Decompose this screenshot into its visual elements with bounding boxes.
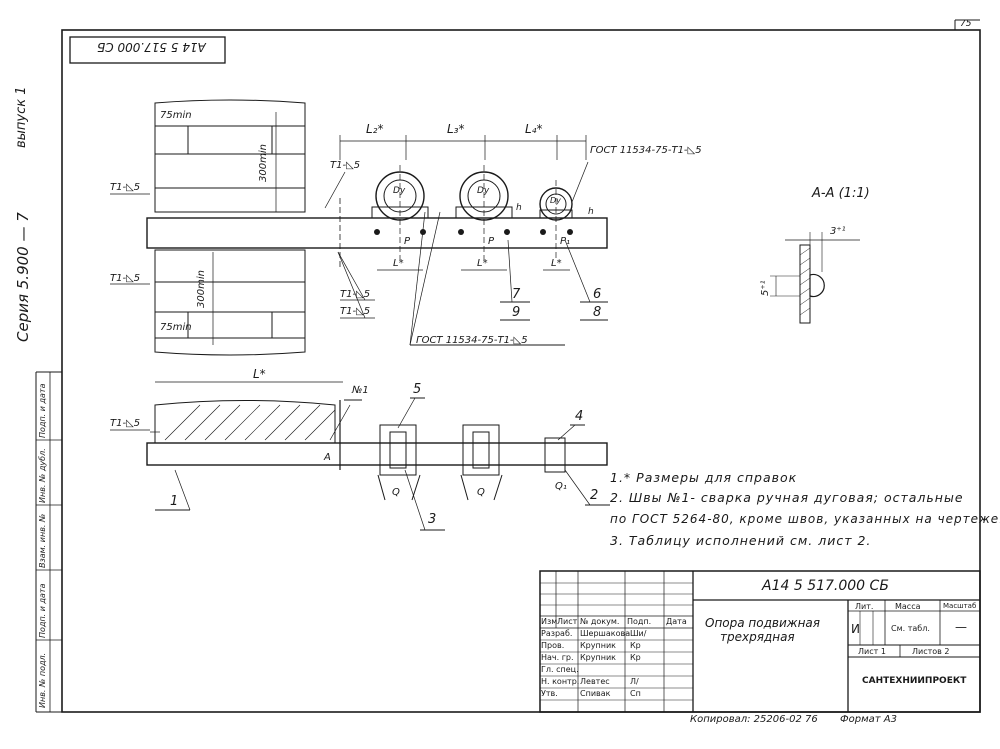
outer-frame xyxy=(61,29,981,713)
weld-d: Т1-◺5 xyxy=(340,289,371,300)
tb-sheet: Лист 1 xyxy=(858,647,886,656)
tb-name-r1: Шершакова xyxy=(580,629,631,638)
section-title: А-А (1:1) xyxy=(812,186,870,201)
weld-e: Т1-◺5 xyxy=(340,306,371,317)
tb-doc-code: А14 5 517.000 СБ xyxy=(762,578,889,594)
dy-1: Dy xyxy=(393,186,406,196)
tb-col-sign: Подп. xyxy=(627,617,652,626)
callout-3: 3 xyxy=(428,512,437,527)
tb-role-4: Гл. спец. xyxy=(541,665,579,674)
tb-scale-value: — xyxy=(955,620,967,634)
callout-6: 6 xyxy=(593,287,602,302)
h-2: h xyxy=(588,207,594,217)
top-stamp: А14 5 517.000 СБ xyxy=(97,40,206,54)
dy-3: Dy xyxy=(550,196,561,205)
section-dim-h: 3⁺¹ xyxy=(830,226,846,237)
section-dim-v: 5⁺¹ xyxy=(760,280,771,296)
weld-no: №1 xyxy=(352,385,369,396)
side-box-1: Подп. и дата xyxy=(38,383,47,439)
tb-col-doc: № докум. xyxy=(580,617,620,626)
note-3: 3. Таблицу исполнений см. лист 2. xyxy=(610,533,872,548)
tb-sheets: Листов 2 xyxy=(912,647,950,656)
callout-7: 7 xyxy=(512,287,521,302)
note-1: 1.* Размеры для справок xyxy=(610,470,798,485)
footer-copied: Копировал: 25206-02 76 xyxy=(690,714,818,725)
tb-sig-r1: Ши/ xyxy=(630,629,647,638)
tb-name-r3: Крупник xyxy=(580,653,616,662)
min75-bot: 75min xyxy=(160,322,192,333)
dim-l2: L₂* xyxy=(366,122,384,136)
callout-1: 1 xyxy=(170,494,179,509)
tb-col-izm: Изм xyxy=(541,617,558,626)
tb-name-r5: Левтес xyxy=(580,677,610,686)
min75-top: 75min xyxy=(160,110,192,121)
side-box-3: Взам. инв. № xyxy=(38,513,47,568)
dim-l-total: L* xyxy=(253,367,266,381)
sheet-number: 75 xyxy=(960,19,972,29)
tb-col-date: Дата xyxy=(666,617,687,626)
footer-format: Формат А3 xyxy=(840,714,897,725)
dim-l3: L₃* xyxy=(447,122,465,136)
plan-view xyxy=(110,99,608,356)
tb-sig-r5: Л/ xyxy=(630,677,639,686)
q-3: Q₁ xyxy=(555,481,567,492)
dim-l4: L₄* xyxy=(525,122,543,136)
tb-role-5: Н. контр. xyxy=(541,677,580,686)
p-1: P xyxy=(404,236,411,247)
tb-mass-label: Масса xyxy=(895,602,921,611)
tb-lit-value: И xyxy=(851,622,860,636)
tb-sig-r3: Кр xyxy=(630,653,641,662)
side-issue: выпуск 1 xyxy=(14,86,29,148)
top-stamp-box xyxy=(69,36,226,64)
tb-mass-value: См. табл. xyxy=(891,624,930,633)
gost-bottom: ГОСТ 11534-75-Т1-◺5 xyxy=(416,335,528,346)
tb-sig-r6: Сп xyxy=(630,689,641,698)
tb-sig-r2: Кр xyxy=(630,641,641,650)
callout-2: 2 xyxy=(590,488,599,503)
min300-top: 300min xyxy=(258,144,269,182)
note-2b: по ГОСТ 5264-80, кроме швов, указанных н… xyxy=(610,512,1000,526)
callout-9: 9 xyxy=(512,305,521,320)
section-a-a xyxy=(770,232,860,324)
q-2: Q xyxy=(477,487,485,498)
side-box-2: Инв. № дубл. xyxy=(38,448,47,503)
tb-col-list: Лист xyxy=(557,617,578,626)
tb-scale-label: Масштаб xyxy=(943,602,977,610)
min300-bot: 300min xyxy=(196,270,207,308)
dy-2: Dy xyxy=(477,186,490,196)
q-1: Q xyxy=(392,487,400,498)
callout-5: 5 xyxy=(413,382,422,397)
tb-name-r2: Крупник xyxy=(580,641,616,650)
tb-name-1: Опора подвижная xyxy=(705,616,821,630)
tb-lit-label: Лит. xyxy=(855,602,874,611)
tb-role-6: Утв. xyxy=(541,689,558,698)
sec-a-mark: A xyxy=(324,452,331,463)
side-box-5: Инв. № подл. xyxy=(38,652,47,708)
callout-8: 8 xyxy=(593,305,602,320)
weld-a: Т1-◺5 xyxy=(110,182,141,193)
dim-lp2: L* xyxy=(477,258,488,269)
p-3: P₁ xyxy=(560,236,571,247)
side-series: Серия 5.900 — 7 xyxy=(14,212,32,342)
title-block xyxy=(539,570,981,713)
weld-f: Т1-◺5 xyxy=(110,418,141,429)
tb-name-r6: Спивак xyxy=(580,689,611,698)
note-2: 2. Швы №1- сварка ручная дуговая; осталь… xyxy=(610,490,964,505)
p-2: P xyxy=(488,236,495,247)
weld-c: Т1-◺5 xyxy=(110,273,141,284)
tb-org: САНТЕХНИИПРОЕКТ xyxy=(862,676,967,686)
dim-lp3: L* xyxy=(551,258,562,269)
callout-4: 4 xyxy=(575,409,584,424)
dim-lp1: L* xyxy=(393,258,404,269)
side-box-4: Подп. и дата xyxy=(38,583,47,639)
tb-role-3: Нач. гр. xyxy=(541,653,574,662)
gost-top: ГОСТ 11534-75-Т1-◺5 xyxy=(590,145,702,156)
elevation-view xyxy=(110,381,610,531)
tb-role-2: Пров. xyxy=(541,641,565,650)
tb-role-1: Разраб. xyxy=(541,629,573,638)
tb-name-2: трехрядная xyxy=(720,630,795,644)
weld-b: Т1-◺5 xyxy=(330,160,361,171)
h-1: h xyxy=(516,203,522,213)
